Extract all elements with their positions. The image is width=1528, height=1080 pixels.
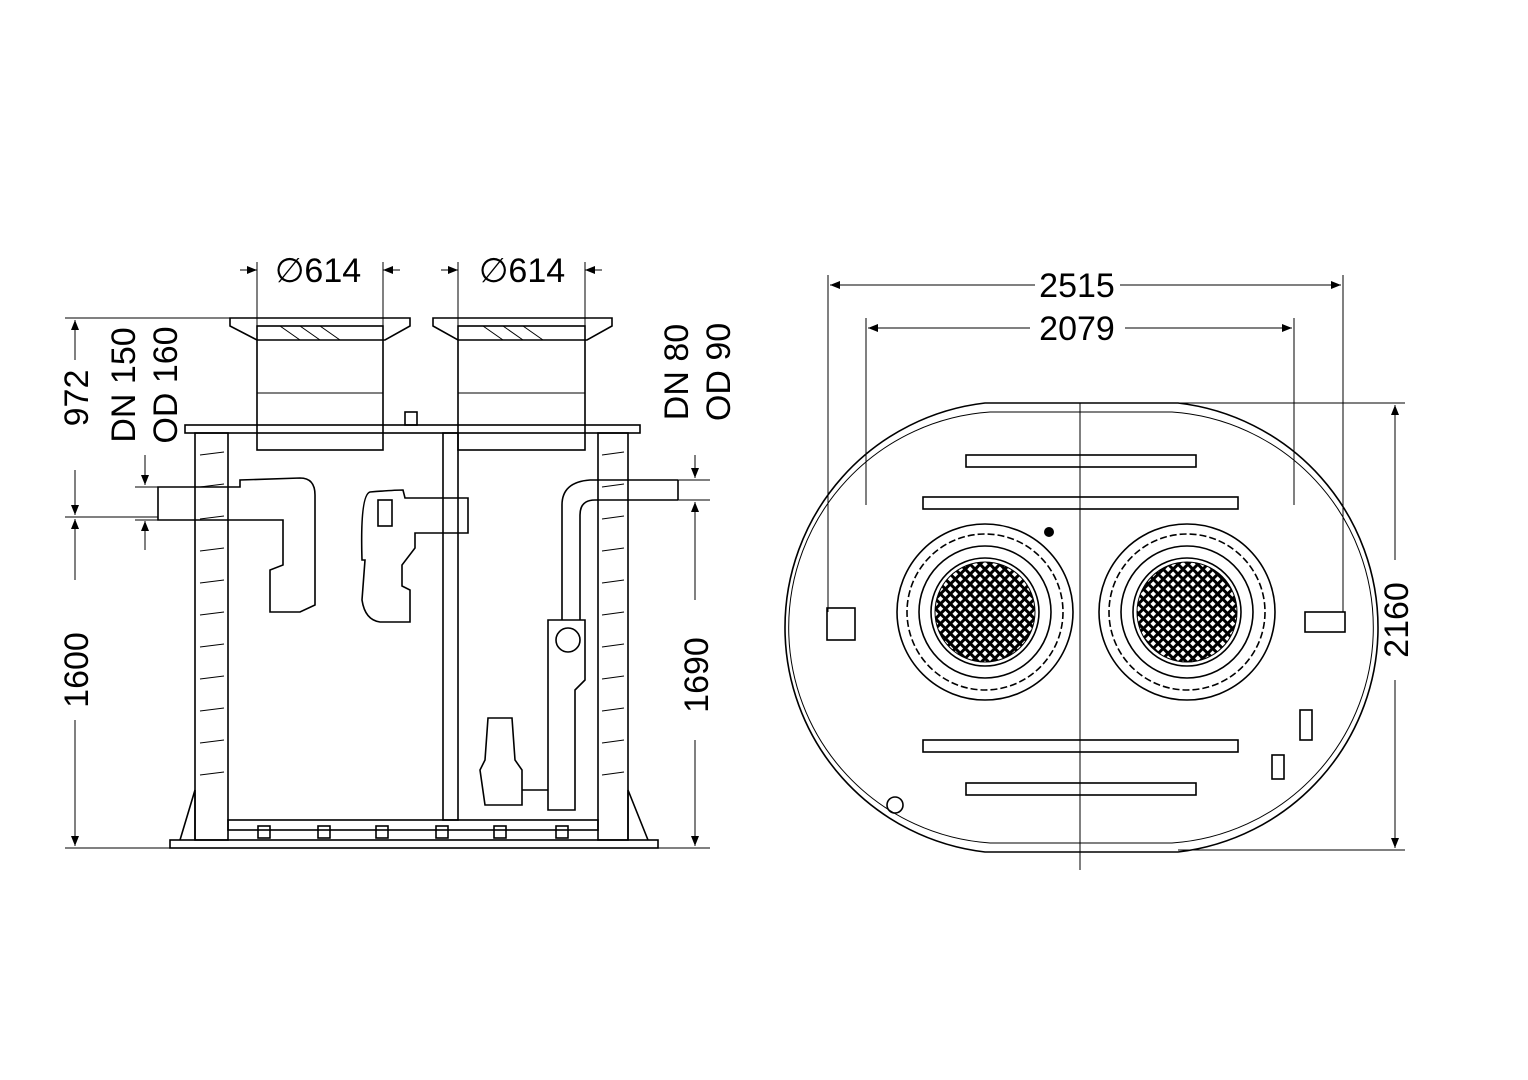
wall-rib xyxy=(199,611,225,616)
dim-height-1600: 1600 xyxy=(58,632,96,708)
wall-rib xyxy=(601,483,625,488)
dim-height-972: 972 xyxy=(58,370,96,427)
wall-rib xyxy=(199,547,225,552)
outlet-dn-label: DN 80 xyxy=(658,324,696,420)
base-haunch xyxy=(179,789,649,841)
wall-rib xyxy=(199,771,225,776)
wall-rib xyxy=(199,579,225,584)
top-slab xyxy=(184,424,641,434)
dim-shaft-diameter-right: ∅614 xyxy=(479,252,565,290)
rib xyxy=(922,739,1239,753)
wall-rib xyxy=(199,643,225,648)
manhole-cover-left xyxy=(896,523,1074,701)
dim-overall-width: 2515 xyxy=(1039,267,1115,305)
inlet-od-label: OD 160 xyxy=(147,326,185,443)
transfer-pipe xyxy=(360,489,469,623)
floor xyxy=(227,819,599,831)
cover-frame-left xyxy=(229,317,411,341)
outlet-pipe xyxy=(561,479,678,620)
wall-ribs xyxy=(199,451,625,776)
shaft-left xyxy=(256,325,384,451)
inlet-pipe xyxy=(157,477,316,613)
outlet-stub xyxy=(1304,611,1346,633)
wall-rib xyxy=(199,739,225,744)
wall-rib xyxy=(601,771,625,776)
wall-rib xyxy=(601,675,625,680)
submersible-pump xyxy=(479,717,523,806)
rib xyxy=(922,496,1239,510)
outlet-od-label: OD 90 xyxy=(700,323,738,421)
base-plate xyxy=(169,839,659,849)
wall-rib xyxy=(601,707,625,712)
dim-shaft-diameter-left: ∅614 xyxy=(275,252,361,290)
wall-rib xyxy=(601,547,625,552)
manhole-cover-right xyxy=(1098,523,1276,701)
right-wall xyxy=(597,432,629,841)
dim-height-1690: 1690 xyxy=(678,637,716,713)
wall-rib xyxy=(199,675,225,680)
floor-blocks xyxy=(257,825,569,839)
wall-rib xyxy=(601,579,625,584)
pump-guide xyxy=(547,619,586,811)
plan-view: 2515 2079 2160 xyxy=(784,267,1416,870)
dim-inner-width: 2079 xyxy=(1039,310,1115,348)
wall-rib xyxy=(199,451,225,456)
cover-frame-right xyxy=(432,317,613,341)
wall-rib xyxy=(601,611,625,616)
wall-rib xyxy=(601,643,625,648)
rib xyxy=(965,782,1197,796)
rib xyxy=(965,454,1197,468)
wall-rib xyxy=(601,451,625,456)
dim-depth: 2160 xyxy=(1378,582,1416,658)
inlet-dn-label: DN 150 xyxy=(105,327,143,442)
wall-rib xyxy=(601,515,625,520)
wall-rib xyxy=(601,739,625,744)
lug-left xyxy=(826,607,856,641)
wall-rib xyxy=(199,707,225,712)
shaft-right xyxy=(457,325,586,451)
wall-rib xyxy=(199,515,225,520)
left-wall xyxy=(194,432,229,841)
tank-outline xyxy=(784,402,1379,853)
partition-wall xyxy=(442,432,459,821)
section-view: ∅614 ∅614 972 1600 DN 150 OD 160 DN 80 O… xyxy=(58,252,738,849)
